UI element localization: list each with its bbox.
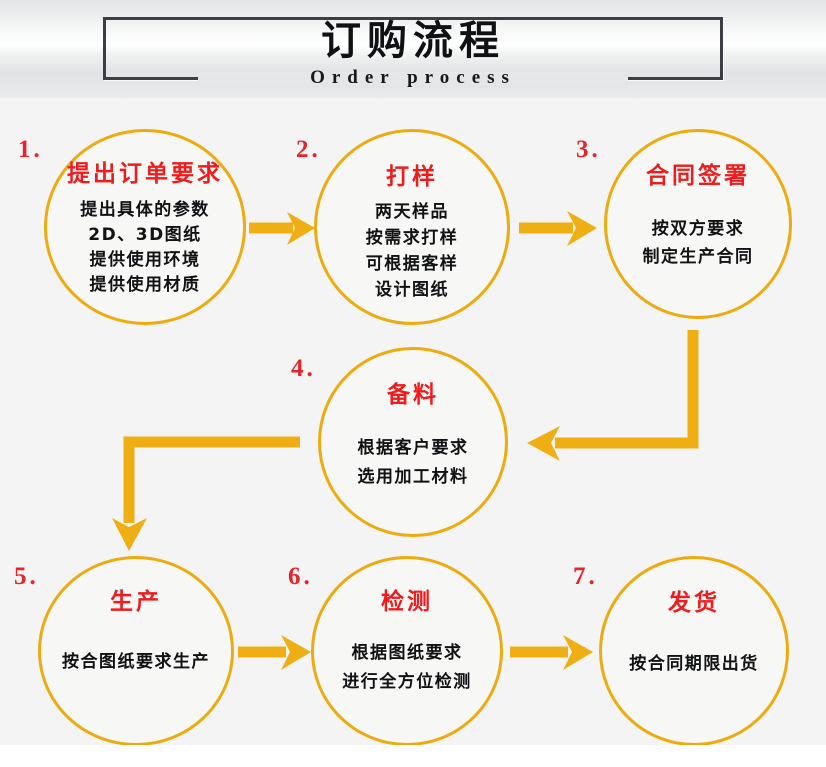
arrow-step3-to-step4 xyxy=(527,330,699,461)
step-circle-6[interactable]: 检测 根据图纸要求 进行全方位检测 xyxy=(311,556,503,746)
step-detail-line: 按需求打样 xyxy=(365,228,459,248)
step-heading-5: 生产 xyxy=(110,589,162,615)
step-detail-4: 根据客户要求 选用加工材料 xyxy=(358,433,469,492)
step-detail-7: 按合同期限出货 xyxy=(629,650,759,678)
step-circle-2[interactable]: 打样 两天样品 按需求打样 可根据客样 设计图纸 xyxy=(314,129,510,325)
step-number-1: 1. xyxy=(18,136,43,163)
step-heading-6: 检测 xyxy=(381,589,433,615)
arrow-step2-to-step3 xyxy=(519,211,597,246)
step-detail-3: 按双方要求 制定生产合同 xyxy=(643,215,754,272)
step-number-2: 2. xyxy=(296,136,321,163)
step-detail-line: 提供使用材质 xyxy=(89,275,201,295)
step-heading-4: 备料 xyxy=(387,382,439,408)
step-heading-2: 打样 xyxy=(386,164,438,190)
step-number-4: 4. xyxy=(291,355,316,382)
step-circle-7[interactable]: 发货 按合同期限出货 xyxy=(599,556,789,746)
step-detail-line: 提供使用环境 xyxy=(89,250,201,270)
title-frame-gap xyxy=(198,72,628,88)
step-detail-line: 2D、3D图纸 xyxy=(88,225,202,245)
step-heading-3: 合同签署 xyxy=(646,163,750,189)
arrow-step6-to-step7 xyxy=(510,635,593,670)
step-heading-7: 发货 xyxy=(668,590,720,616)
arrow-step4-to-step5 xyxy=(112,436,300,551)
bottom-edge xyxy=(0,745,826,767)
step-number-3: 3. xyxy=(576,136,601,163)
step-detail-line: 设计图纸 xyxy=(375,280,449,300)
page-subtitle: Order process xyxy=(310,67,516,88)
step-number-6: 6. xyxy=(288,563,313,590)
step-detail-line: 提出具体的参数 xyxy=(80,200,210,220)
step-detail-line: 根据客户要求 xyxy=(357,438,469,458)
step-detail-1: 提出具体的参数 2D、3D图纸 提供使用环境 提供使用材质 xyxy=(80,197,210,298)
step-detail-line: 两天样品 xyxy=(375,202,449,222)
step-detail-5: 按合图纸要求生产 xyxy=(62,648,210,676)
arrow-step5-to-step6 xyxy=(238,635,311,670)
step-heading-1: 提出订单要求 xyxy=(67,161,223,187)
step-detail-line: 按合同期限出货 xyxy=(629,654,759,674)
step-detail-line: 进行全方位检测 xyxy=(342,672,472,692)
step-number-7: 7. xyxy=(573,563,598,590)
step-circle-4[interactable]: 备料 根据客户要求 选用加工材料 xyxy=(318,347,508,537)
step-detail-line: 可根据客样 xyxy=(365,254,459,274)
step-detail-line: 制定生产合同 xyxy=(642,247,754,267)
step-detail-line: 根据图纸要求 xyxy=(351,643,463,663)
step-circle-1[interactable]: 提出订单要求 提出具体的参数 2D、3D图纸 提供使用环境 提供使用材质 xyxy=(44,129,246,325)
step-detail-2: 两天样品 按需求打样 可根据客样 设计图纸 xyxy=(366,199,459,304)
header-band: 订购流程 Order process xyxy=(0,0,826,98)
step-detail-line: 按合图纸要求生产 xyxy=(62,652,210,672)
step-detail-line: 选用加工材料 xyxy=(357,467,469,487)
arrow-step1-to-step2 xyxy=(249,212,315,245)
step-detail-line: 按双方要求 xyxy=(651,219,745,239)
page-title: 订购流程 xyxy=(321,18,505,64)
step-detail-6: 根据图纸要求 进行全方位检测 xyxy=(342,638,472,697)
step-circle-5[interactable]: 生产 按合图纸要求生产 xyxy=(38,556,234,746)
step-number-5: 5. xyxy=(14,563,39,590)
step-circle-3[interactable]: 合同签署 按双方要求 制定生产合同 xyxy=(604,129,792,319)
